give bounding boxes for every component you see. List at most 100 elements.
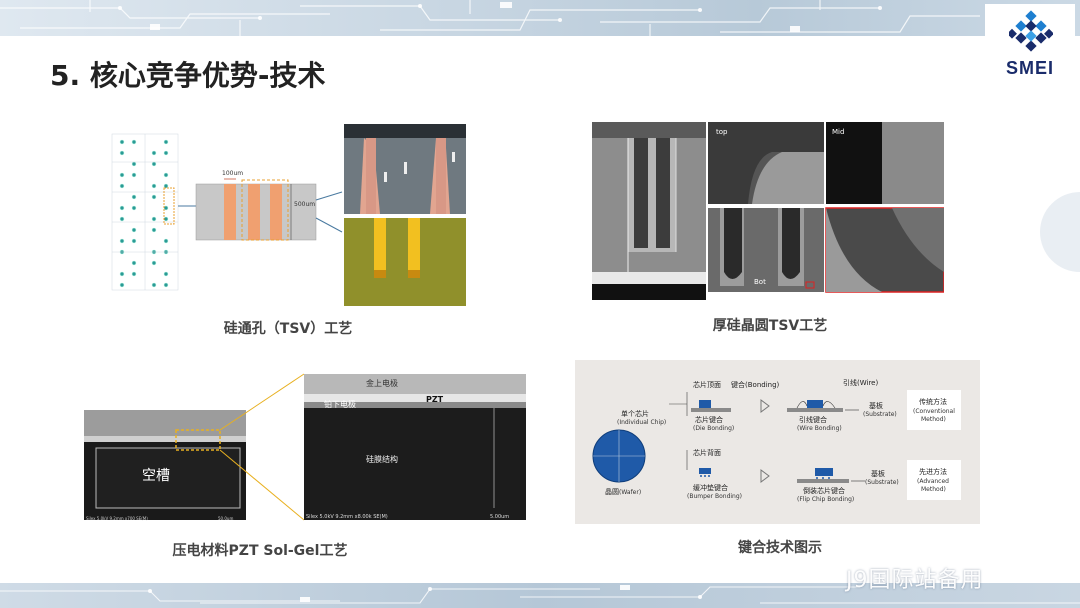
- die-bonding-label: 芯片键合: [695, 415, 723, 424]
- circuit-pattern: [0, 0, 980, 36]
- conventional-en-2: Method): [921, 416, 946, 423]
- sem-bot-label: Bot: [754, 278, 766, 286]
- via-dot: [163, 172, 169, 178]
- via-grid: [119, 139, 169, 288]
- via-dot: [151, 194, 157, 200]
- via-dot: [163, 216, 169, 222]
- die-bonding-en: (Die Bonding): [693, 425, 734, 432]
- sem-mid-label: Mid: [832, 128, 844, 136]
- decorative-circle: [1040, 192, 1080, 272]
- via-dot: [151, 260, 157, 266]
- via-dot: [163, 205, 169, 211]
- advanced-box: [907, 460, 961, 500]
- single-chip-label: 单个芯片: [621, 409, 649, 418]
- via-dot: [151, 183, 157, 189]
- cavity-label: 空槽: [142, 468, 170, 484]
- single-chip-en: (Individual Chip): [617, 419, 666, 426]
- sem-scale-left: 50.0um: [218, 516, 233, 521]
- conventional-en-1: (Conventional: [913, 408, 955, 415]
- bottom-electrode-label: 铂下电极: [324, 399, 356, 409]
- via-dot: [131, 271, 137, 277]
- tsv-caption: 硅通孔（TSV）工艺: [223, 321, 353, 337]
- via-dot: [151, 161, 157, 167]
- via-dot: [119, 183, 125, 189]
- via-dot: [163, 139, 169, 145]
- pzt-label: PZT: [426, 395, 444, 404]
- tsv-diagram: 100um 500um: [111, 124, 466, 306]
- conventional-label: 传统方法: [919, 397, 947, 406]
- bonding-panel: 晶圆 (Wafer) 单个芯片 (Individual Chip) 芯片顶面 芯…: [575, 360, 980, 524]
- sem-scale-right: 5.00um: [490, 514, 509, 520]
- via-dot: [151, 150, 157, 156]
- circuit-pattern-bottom: [0, 585, 1080, 604]
- via-dot: [163, 238, 169, 244]
- thick-wafer-caption: 厚硅晶圆TSV工艺: [712, 318, 828, 334]
- via-dot: [163, 282, 169, 288]
- bonding-caption: 键合技术图示: [738, 540, 822, 556]
- flip-chip-en: (Flip Chip Bonding): [797, 496, 854, 503]
- chip-back-label: 芯片背面: [693, 448, 721, 457]
- via-dot: [151, 227, 157, 233]
- via-dot: [163, 271, 169, 277]
- wire-bonding-label: 引线键合: [799, 415, 827, 424]
- via-dot: [131, 139, 137, 145]
- via-dot: [131, 172, 137, 178]
- arrow-right-icon-2: [760, 469, 770, 483]
- via-dot: [119, 139, 125, 145]
- via-dot: [119, 150, 125, 156]
- bumper-bonding-en: (Bumper Bonding): [687, 493, 742, 500]
- via-dot: [119, 271, 125, 277]
- bonding-diagram: 晶圆 (Wafer) 单个芯片 (Individual Chip) 芯片顶面 芯…: [592, 378, 961, 503]
- page-title: 5. 核心竞争优势-技术: [50, 59, 326, 92]
- chip-top-label: 芯片顶面: [693, 380, 721, 389]
- via-dot: [131, 205, 137, 211]
- via-dot: [119, 216, 125, 222]
- via-dot: [131, 238, 137, 244]
- smei-cross-logo-icon: [1009, 10, 1053, 52]
- via-dot: [131, 227, 137, 233]
- via-dot: [119, 282, 125, 288]
- arrow-right-icon: [760, 399, 770, 413]
- top-circuit-banner: [0, 0, 1080, 36]
- bonding-label: 键合(Bonding): [731, 380, 780, 389]
- sem-info-right: Silex 5.0kV 9.2mm x8.00k SE(M): [306, 514, 388, 520]
- conventional-box: [907, 390, 961, 430]
- via-dot: [119, 238, 125, 244]
- advanced-label: 先进方法: [919, 467, 947, 476]
- substrate-en-1: (Substrate): [863, 411, 897, 418]
- silicon-label: 硅膜结构: [366, 454, 398, 464]
- dim-height-label: 500um: [294, 201, 315, 208]
- via-dot: [151, 282, 157, 288]
- via-dot: [119, 205, 125, 211]
- pzt-sem: 空槽 Silex 5.0kV 9.2mm x700 SE(M) 50.0um 金…: [84, 373, 526, 521]
- dim-width-label: 100um: [222, 170, 243, 177]
- watermark: J9国际站备用: [846, 568, 984, 593]
- substrate-en-2: (Substrate): [865, 479, 899, 486]
- sem-info-left: Silex 5.0kV 9.2mm x700 SE(M): [86, 516, 148, 521]
- bottom-circuit-banner: [0, 583, 1080, 608]
- thick-wafer-panel: top Mid Bot: [592, 122, 944, 302]
- wafer-en: (Wafer): [619, 489, 641, 496]
- via-dot: [119, 172, 125, 178]
- wire-label: 引线(Wire): [843, 378, 878, 387]
- via-dot: [163, 183, 169, 189]
- tsv-panel: 100um 500um: [108, 122, 468, 308]
- pzt-caption: 压电材料PZT Sol-Gel工艺: [172, 543, 348, 559]
- substrate-label-2: 基板: [871, 469, 885, 478]
- thick-wafer-sem: top Mid Bot: [592, 122, 944, 300]
- via-dot: [151, 216, 157, 222]
- top-electrode-label: 金上电极: [366, 378, 398, 388]
- bumper-bonding-label: 缓冲垫键合: [693, 483, 728, 492]
- advanced-en-2: Method): [921, 486, 946, 493]
- flip-chip-label: 倒装芯片键合: [803, 486, 845, 495]
- via-dot: [131, 260, 137, 266]
- via-dot: [163, 150, 169, 156]
- logo: SMEI: [985, 4, 1075, 80]
- wafer-label: 晶圆: [605, 488, 619, 496]
- sem-top-label: top: [716, 128, 728, 136]
- advanced-en-1: (Advanced: [917, 478, 949, 485]
- pzt-panel: 空槽 Silex 5.0kV 9.2mm x700 SE(M) 50.0um 金…: [76, 372, 532, 522]
- via-dot: [131, 161, 137, 167]
- logo-text: SMEI: [1005, 58, 1054, 78]
- wire-bonding-en: (Wire Bonding): [797, 425, 842, 432]
